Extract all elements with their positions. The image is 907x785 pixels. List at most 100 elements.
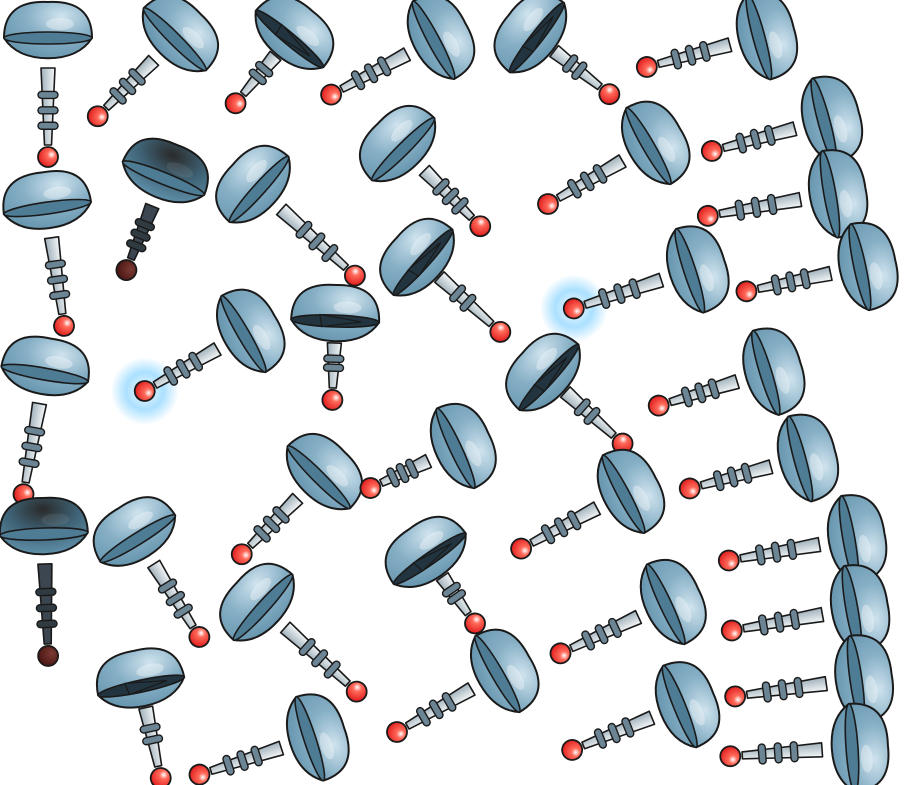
cup-highlight <box>333 301 362 314</box>
stalk-ring <box>37 106 59 115</box>
stalk-ring <box>46 274 69 285</box>
stalk-ring <box>540 524 556 545</box>
stalk-ring <box>128 68 146 86</box>
stalk-ring <box>395 462 410 484</box>
bead <box>359 477 382 499</box>
stalk-ring <box>253 525 271 543</box>
stalk-ring <box>130 228 151 242</box>
cup-highlight <box>809 453 824 481</box>
bead <box>37 146 59 168</box>
stalk <box>549 44 603 91</box>
cup <box>92 496 177 567</box>
cup-highlight <box>41 513 70 526</box>
cup <box>742 327 806 416</box>
stalk-ring <box>770 541 782 563</box>
stalk <box>559 386 617 439</box>
molecule <box>0 335 90 506</box>
cup-rim <box>625 106 672 186</box>
cup-highlight <box>523 7 544 32</box>
stalk-ring <box>449 284 467 303</box>
stalk-ring <box>628 278 641 300</box>
stalk-ring <box>142 734 164 746</box>
cup <box>285 693 350 782</box>
bead <box>489 321 512 343</box>
stalk-ring <box>594 624 609 645</box>
cup-highlight <box>43 186 72 199</box>
cup-highlight <box>699 264 714 292</box>
cup <box>639 559 707 646</box>
stalk-ring <box>134 217 156 232</box>
stalk <box>279 621 351 688</box>
stalk-ring <box>571 61 588 81</box>
stalk-ring <box>175 358 191 379</box>
bead <box>464 612 486 635</box>
stalk-ring <box>428 699 444 720</box>
cup <box>406 0 476 80</box>
molecule <box>379 217 512 343</box>
molecule <box>0 496 89 667</box>
cup-rim <box>3 31 93 45</box>
molecule <box>188 693 350 785</box>
molecule <box>290 283 381 411</box>
cup-highlight <box>768 31 783 59</box>
stalk-ring <box>441 581 461 598</box>
molecule <box>384 515 486 635</box>
cup-highlight <box>410 232 432 256</box>
stalk-ring <box>757 614 769 636</box>
cup <box>254 0 335 71</box>
cup <box>834 634 894 725</box>
stalk-ring <box>566 510 582 531</box>
cup-highlight <box>858 534 872 563</box>
cup-inner-shadow <box>412 543 452 573</box>
molecule <box>110 288 286 425</box>
stalk-ring <box>592 164 608 184</box>
cup-shell <box>290 283 381 343</box>
cup-rim <box>750 329 781 416</box>
cup-inner-shadow <box>521 16 554 53</box>
stalk-ring <box>789 608 801 630</box>
stalk-ring <box>579 171 595 192</box>
bead <box>717 549 740 572</box>
molecule <box>635 0 799 81</box>
stalk-ring <box>272 506 290 524</box>
cup-rim <box>819 150 841 239</box>
stalk-ring <box>44 259 67 270</box>
stalk-ring <box>684 44 697 66</box>
cup-shell <box>620 100 691 186</box>
cup-rim <box>601 454 646 534</box>
cup-highlight <box>45 355 73 369</box>
stalk-ring <box>21 441 43 453</box>
cup-rim <box>0 363 89 385</box>
cup <box>829 564 891 654</box>
stalk-ring <box>583 406 601 425</box>
cup-highlight <box>443 31 460 57</box>
stalk-ring <box>323 660 341 679</box>
cup-highlight <box>250 577 272 601</box>
cup-highlight <box>166 162 194 178</box>
stalk-ring <box>441 692 457 712</box>
molecule <box>2 0 94 168</box>
bead <box>635 56 658 78</box>
cup <box>429 403 497 490</box>
stalk-ring <box>750 196 762 218</box>
stalk-ring <box>698 40 711 62</box>
molecule <box>720 564 891 654</box>
cup <box>493 0 568 74</box>
cup-highlight <box>861 604 875 633</box>
cup <box>379 217 455 297</box>
stalk <box>433 271 495 328</box>
cup-highlight <box>633 485 650 511</box>
cup <box>219 562 295 642</box>
stalk-ring <box>613 283 626 305</box>
bead <box>510 537 533 560</box>
cup-highlight <box>689 699 705 726</box>
stalk-ring <box>712 470 725 492</box>
stalk-ring <box>250 745 263 767</box>
bead <box>230 543 253 566</box>
cup-rim <box>435 407 476 490</box>
stalk-ring <box>553 517 569 538</box>
stalk-ring <box>37 121 59 130</box>
stalk-ring <box>311 649 329 668</box>
molecule <box>549 559 707 665</box>
